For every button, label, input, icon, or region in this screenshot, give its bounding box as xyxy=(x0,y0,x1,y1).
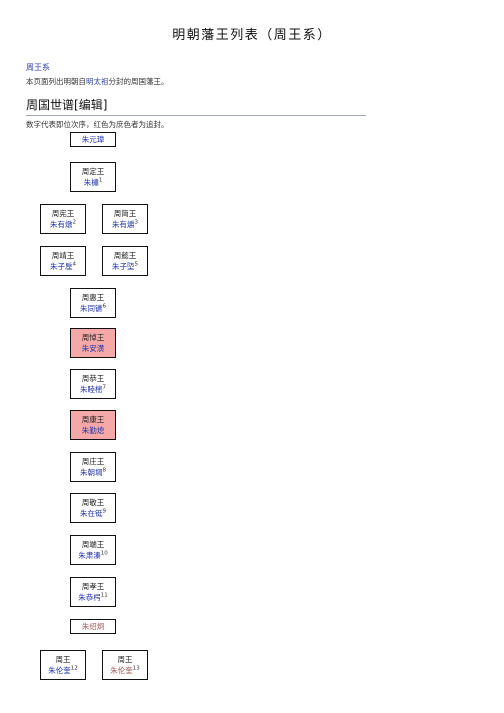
order-number: 9 xyxy=(102,508,107,515)
node-title[interactable]: 周定王 xyxy=(81,167,105,176)
order-number: 5 xyxy=(134,261,139,268)
tree-node: 周懿王 朱子埅5 xyxy=(102,246,148,276)
node-name: 朱安潢 xyxy=(81,344,105,353)
node-title[interactable]: 周懿王 xyxy=(113,251,137,260)
order-number: 12 xyxy=(70,665,78,672)
tree-node: 周惠王 朱同镳6 xyxy=(70,288,116,318)
node-name: 朱子垕4 xyxy=(50,261,77,271)
tree-node: 周庄王 朱朝堈8 xyxy=(70,452,116,482)
node-title[interactable]: 周敬王 xyxy=(81,498,105,507)
legend-note: 数字代表即位次序，红色为庶色者为追封。 xyxy=(26,120,169,129)
node-name: 朱有爝3 xyxy=(112,219,139,229)
section-title: 周国世谱 xyxy=(26,98,75,112)
node-title[interactable]: 周康王 xyxy=(81,415,105,424)
node-name[interactable]: 朱元璋 xyxy=(81,135,105,144)
order-number: 1 xyxy=(98,177,103,184)
node-title[interactable]: 周靖王 xyxy=(51,251,75,260)
node-name: 朱橚1 xyxy=(83,177,103,187)
tree-node: 周简王 朱有爝3 xyxy=(102,204,148,234)
intro-after: 分封的周国藩王。 xyxy=(108,77,169,86)
node-title[interactable]: 周宪王 xyxy=(51,209,75,218)
node-name: 朱朝堈8 xyxy=(80,467,107,477)
node-title[interactable]: 周恭王 xyxy=(81,374,105,383)
node-name[interactable]: 朱绍炯 xyxy=(81,622,105,631)
node-name: 朱睦樒7 xyxy=(80,384,107,394)
intro-before: 本页面列出明朝自 xyxy=(26,77,86,86)
tree-node: 周孝王 朱恭枵11 xyxy=(70,577,116,607)
node-title[interactable]: 周庄王 xyxy=(81,457,105,466)
tree-node-posthumous: 周悼王 朱安潢 xyxy=(70,328,116,358)
node-name: 朱肃溱10 xyxy=(78,550,108,560)
order-number: 2 xyxy=(72,219,77,226)
node-name: 朱同镳6 xyxy=(80,303,107,313)
tree-node: 周宪王 朱有燉2 xyxy=(40,204,86,234)
intro-link[interactable]: 明太祖 xyxy=(86,77,109,86)
edit-link[interactable]: [编辑] xyxy=(74,98,108,112)
intro-text: 本页面列出明朝自明太祖分封的周国藩王。 xyxy=(26,76,169,87)
order-number: 10 xyxy=(100,550,108,557)
section-heading: 周国世谱[编辑] xyxy=(26,96,366,116)
tree-node: 周王 朱伦奎13 xyxy=(102,650,148,680)
node-title[interactable]: 周悼王 xyxy=(81,333,105,342)
node-name: 朱恭枵11 xyxy=(78,592,108,602)
tree-node: 周王 朱伦奎12 xyxy=(40,650,86,680)
node-title[interactable]: 周王 xyxy=(117,655,133,664)
order-number: 8 xyxy=(102,467,107,474)
tree-node-posthumous: 周康王 朱勤熄 xyxy=(70,410,116,440)
page-title: 明朝藩王列表（周王系） xyxy=(172,28,332,43)
order-number: 13 xyxy=(132,665,140,672)
order-number: 4 xyxy=(72,261,77,268)
order-number: 6 xyxy=(102,303,107,310)
tree-node: 周恭王 朱睦樒7 xyxy=(70,369,116,399)
node-title[interactable]: 周王 xyxy=(55,655,71,664)
node-title[interactable]: 周简王 xyxy=(113,209,137,218)
node-name: 朱勤熄 xyxy=(81,426,105,435)
order-number: 7 xyxy=(102,384,107,391)
tree-node: 周靖王 朱子垕4 xyxy=(40,246,86,276)
order-number: 11 xyxy=(100,592,108,599)
node-name: 朱伦奎12 xyxy=(48,665,78,675)
tree-node-zhu-yuanzhang: 朱元璋 xyxy=(70,132,116,147)
node-name: 朱有燉2 xyxy=(50,219,77,229)
tree-node: 周端王 朱肃溱10 xyxy=(70,535,116,565)
tree-node: 周定王 朱橚1 xyxy=(70,162,116,192)
node-title[interactable]: 周惠王 xyxy=(81,293,105,302)
tree-node-zhu-shaojiong: 朱绍炯 xyxy=(70,619,116,634)
node-name: 朱子埅5 xyxy=(112,261,139,271)
node-name: 朱在铤9 xyxy=(80,508,107,518)
node-name: 朱伦奎13 xyxy=(110,665,140,675)
order-number: 3 xyxy=(134,219,139,226)
family-link[interactable]: 周王系 xyxy=(26,63,50,72)
node-title[interactable]: 周端王 xyxy=(81,540,105,549)
node-title[interactable]: 周孝王 xyxy=(81,582,105,591)
tree-node: 周敬王 朱在铤9 xyxy=(70,493,116,523)
